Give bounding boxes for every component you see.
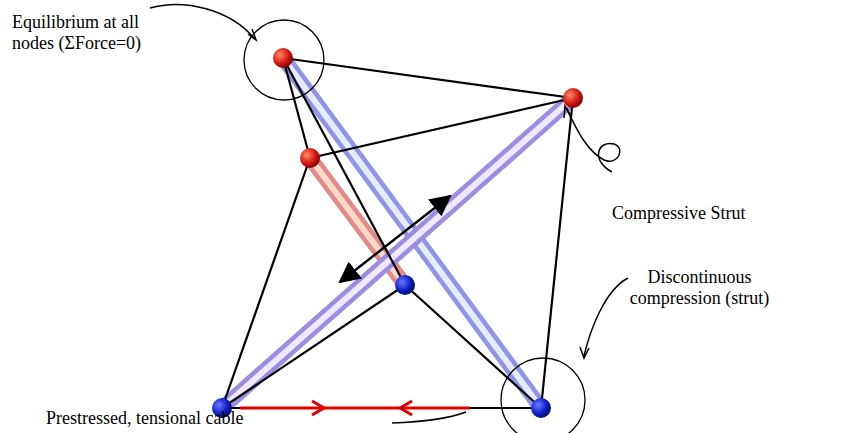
cable — [222, 58, 573, 408]
cable-note: Prestressed, tensional cable — [46, 408, 376, 429]
compression-note: Discontinuous compression (strut) — [612, 267, 787, 309]
leader-line — [150, 5, 628, 423]
strut-note: Compressive Strut — [612, 203, 832, 224]
force-arrow — [340, 196, 450, 282]
tension-arrow — [240, 401, 470, 415]
equilibrium-note: Equilibrium at all nodes (ΣForce=0) — [12, 12, 177, 54]
node-sphere — [212, 48, 583, 418]
strut — [222, 58, 573, 408]
highlight-circle — [244, 20, 585, 433]
